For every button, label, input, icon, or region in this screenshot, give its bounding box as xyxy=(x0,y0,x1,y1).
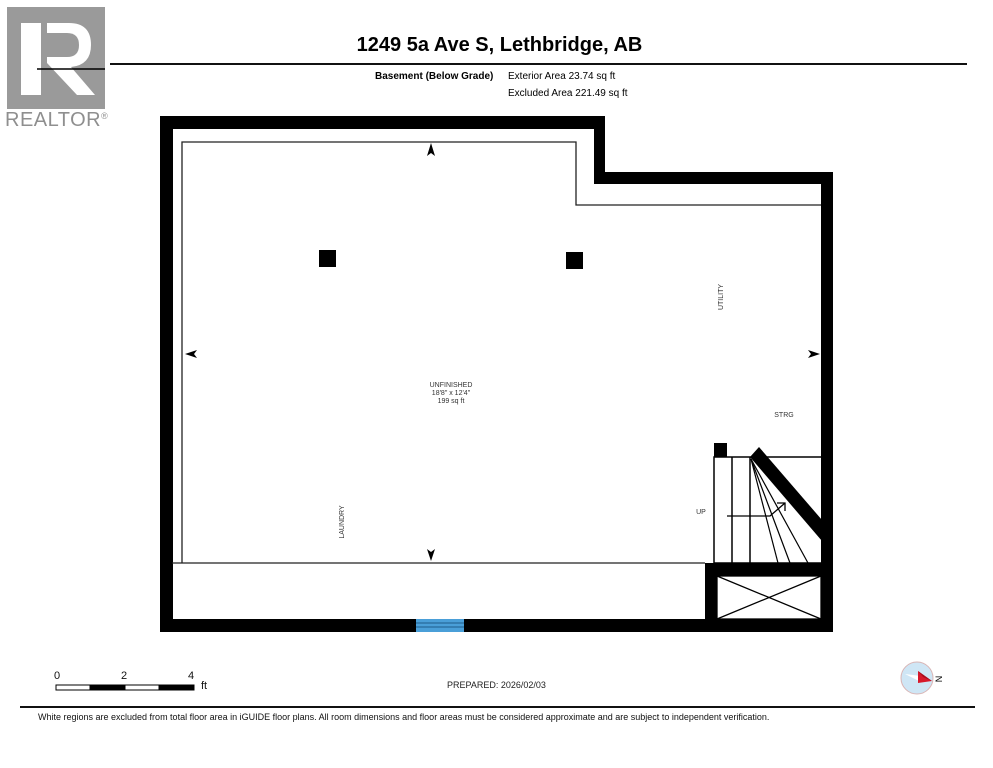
room-dimensions: 18'8" x 12'4" xyxy=(431,390,471,397)
prepared-date: PREPARED: 2026/02/03 xyxy=(447,680,546,690)
footer-disclaimer: White regions are excluded from total fl… xyxy=(38,712,770,722)
scale-tick-4: 4 xyxy=(188,670,195,682)
dimension-markers xyxy=(185,143,820,561)
room-utility: UTILITY xyxy=(718,283,725,311)
level-name: Basement (Below Grade) xyxy=(375,71,494,82)
realtor-logo xyxy=(7,7,105,109)
header-divider xyxy=(110,63,967,65)
room-unfinished: UNFINISHED 18'8" x 12'4" 199 sq ft xyxy=(406,382,496,406)
realtor-wordmark-text: REALTOR xyxy=(5,109,102,131)
column-post xyxy=(319,250,336,267)
excluded-area: Excluded Area 221.49 sq ft xyxy=(508,88,628,99)
open-area-box xyxy=(716,575,822,620)
registered-mark: ® xyxy=(101,111,109,121)
realtor-r-icon xyxy=(7,7,105,109)
compass-north-label: N xyxy=(933,675,944,683)
column-post xyxy=(566,252,583,269)
stairs xyxy=(713,443,823,564)
room-storage: STRG xyxy=(774,412,794,419)
scale-unit: ft xyxy=(201,680,208,692)
scale-tick-0: 0 xyxy=(54,670,61,682)
window xyxy=(416,619,464,632)
exterior-walls xyxy=(160,116,833,632)
exterior-area: Exterior Area 23.74 sq ft xyxy=(508,71,616,82)
page-title: 1249 5a Ave S, Lethbridge, AB xyxy=(356,34,643,56)
realtor-wordmark: REALTOR® xyxy=(5,109,108,132)
room-laundry: LAUNDRY xyxy=(339,505,346,539)
room-area: 199 sq ft xyxy=(437,398,465,405)
scale-tick-2: 2 xyxy=(121,670,128,682)
compass-icon xyxy=(900,661,934,695)
footer-divider xyxy=(20,706,975,708)
room-boundary-lines xyxy=(172,141,821,564)
scale-bar xyxy=(55,684,195,691)
stairs-up-label: UP xyxy=(696,509,706,516)
room-name: UNFINISHED xyxy=(429,382,473,389)
